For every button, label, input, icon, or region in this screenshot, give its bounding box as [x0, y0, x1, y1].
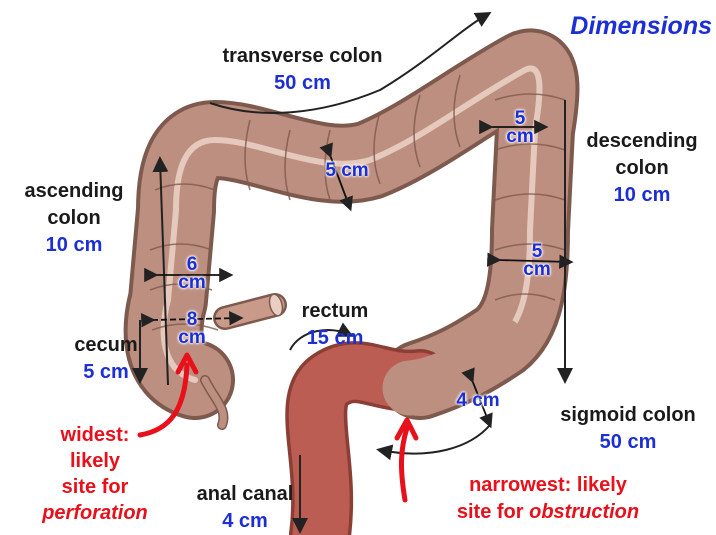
descending-lower-diameter-unit: cm [517, 261, 557, 279]
descending-upper-diameter-unit: cm [500, 128, 540, 146]
sigmoid-colon-label: sigmoid colon 50 cm [540, 402, 716, 456]
narrowest-note-line2-prefix: site for [457, 501, 529, 523]
widest-note-line1: widest: [20, 422, 170, 448]
ascending-diameter-label: 6 cm [172, 256, 212, 292]
transverse-colon-label: transverse colon 50 cm [195, 43, 410, 97]
transverse-diameter-label: 5 cm [312, 162, 382, 180]
descending-colon-label: descending colon 10 cm [572, 128, 712, 209]
widest-note-line2: likely [20, 448, 170, 474]
widest-note-line3: site for [20, 474, 170, 500]
widest-note: widest: likely site for perforation [20, 422, 170, 526]
descending-colon-name-2: colon [572, 155, 712, 182]
cecum-name: cecum [60, 332, 152, 359]
transverse-colon-length: 50 cm [195, 70, 410, 97]
widest-note-line4: perforation [20, 500, 170, 526]
cecum-diameter-unit: cm [172, 329, 212, 347]
narrowest-note-line2-italic: obstruction [529, 501, 639, 523]
narrowest-note: narrowest: likely site for obstruction [428, 472, 668, 526]
cecum-diameter-label: 8 cm [172, 311, 212, 347]
rectum-length: 15 cm [285, 325, 385, 352]
sigmoid-diameter-label: 4 cm [443, 392, 513, 410]
anal-canal-length: 4 cm [180, 508, 310, 535]
anal-canal-name: anal canal [180, 481, 310, 508]
diagram-title: Dimensions [570, 12, 712, 41]
descending-colon-length: 10 cm [572, 182, 712, 209]
descending-lower-diameter-label: 5 cm [517, 243, 557, 279]
ascending-colon-length: 10 cm [0, 232, 148, 259]
transverse-colon-name: transverse colon [195, 43, 410, 70]
rectum-name: rectum [285, 298, 385, 325]
narrowest-note-line2: site for obstruction [428, 499, 668, 526]
descending-colon-name-1: descending [572, 128, 712, 155]
anal-canal-label: anal canal 4 cm [180, 481, 310, 535]
sigmoid-colon-name: sigmoid colon [540, 402, 716, 429]
descending-upper-diameter-label: 5 cm [500, 110, 540, 146]
cecum-length: 5 cm [60, 359, 152, 386]
sigmoid-colon-length: 50 cm [540, 429, 716, 456]
cecum-label: cecum 5 cm [60, 332, 152, 386]
ascending-colon-name-2: colon [0, 205, 148, 232]
ascending-colon-name-1: ascending [0, 178, 148, 205]
narrowest-note-line1: narrowest: likely [428, 472, 668, 499]
ascending-diameter-unit: cm [172, 274, 212, 292]
ascending-colon-label: ascending colon 10 cm [0, 178, 148, 259]
rectum-label: rectum 15 cm [285, 298, 385, 352]
